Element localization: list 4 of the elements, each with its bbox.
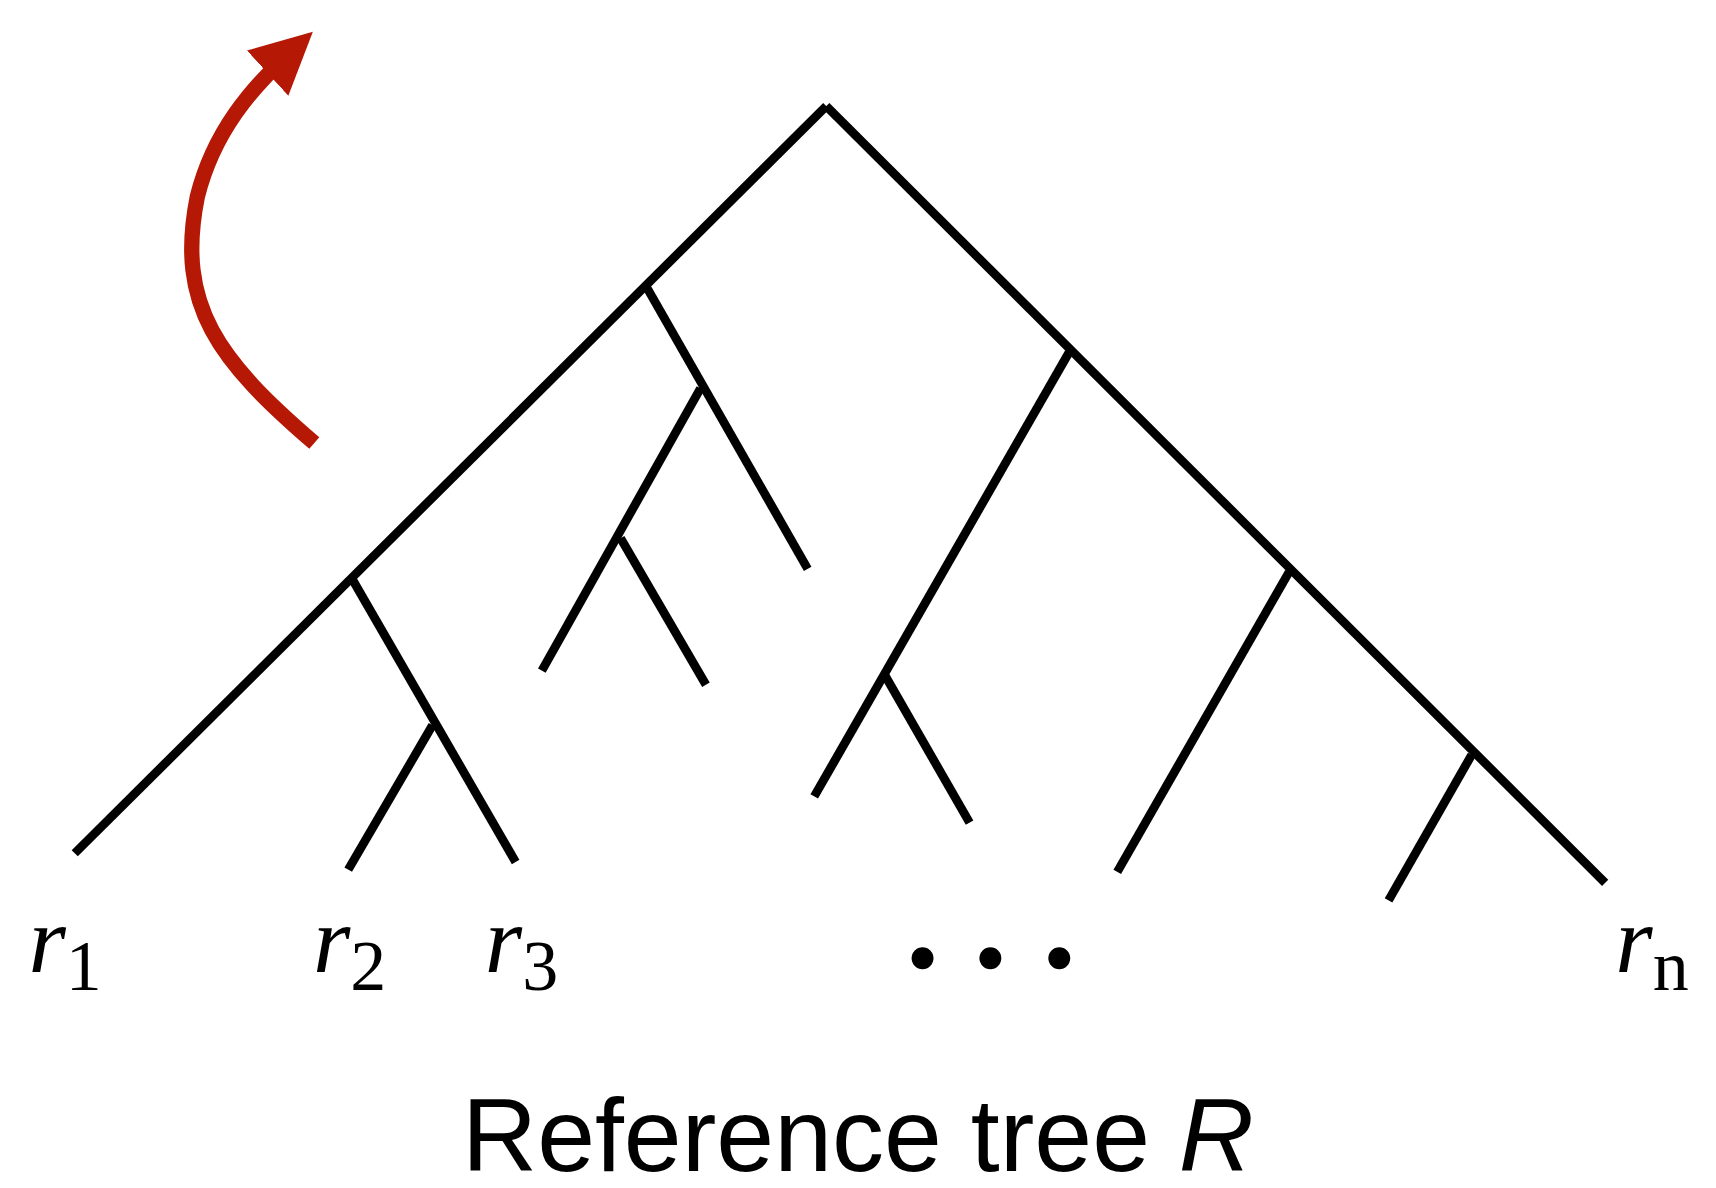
leaf-label: r$_{n}$ <box>1615 891 1689 988</box>
leaf-label: r$_{1}$ <box>28 891 102 988</box>
caption: Reference tree R <box>461 1083 1255 1188</box>
leaf-label: r$_{2}$ <box>313 891 387 988</box>
